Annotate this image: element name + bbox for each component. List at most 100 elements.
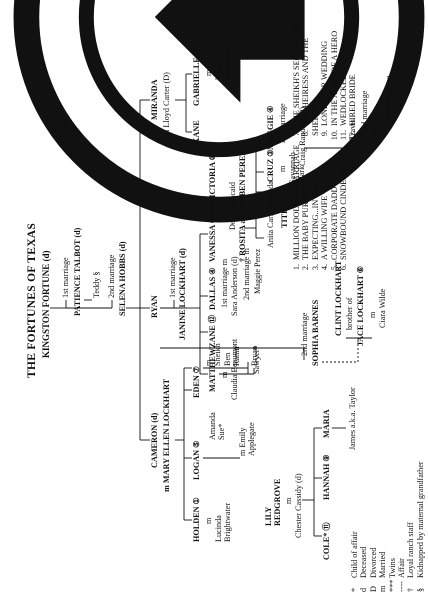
- holden-spouse: Lucinda Brightwater: [214, 502, 233, 542]
- title-text: SNOWBOUND CINDERELLA: [339, 153, 349, 260]
- diagram-title: THE FORTUNES OF TEXAS: [26, 222, 38, 378]
- legend-text: Deceased: [359, 546, 369, 578]
- legend-text: Child of affair: [350, 531, 359, 578]
- legend-symbol: d: [359, 587, 369, 592]
- legend-item: † Loyal ranch staff: [406, 461, 415, 592]
- title-item: 8.THE HEIRESS AND THE SHERIFF: [301, 21, 320, 144]
- frieda-name: Frieda: [266, 181, 275, 202]
- gabrielle-spouse: Wyatt Grayhawk: [214, 45, 233, 80]
- legend-text: Married: [378, 551, 388, 578]
- matthew-married-marker: m: [220, 371, 229, 378]
- james-name: James a.k.a. Taylor: [348, 387, 357, 450]
- legend-item: §Kidnapped by maternal grandfather: [416, 461, 425, 592]
- chester-name: Chester Cassidy (d): [294, 473, 303, 538]
- title-item: 5.CORPORATE DADDY: [330, 144, 339, 278]
- cameron-name: CAMERON (d): [150, 412, 159, 468]
- maggie-second-marriage-label: 2nd marriage m: [360, 90, 379, 134]
- title-item: 4. A WILLING WIFE: [320, 144, 329, 278]
- title-number: 7.: [292, 130, 301, 137]
- dallas-first-marriage-label: 1st marriage m: [220, 258, 229, 308]
- legend-symbol: †: [406, 587, 416, 592]
- titles-heading: TITLES:: [280, 195, 289, 228]
- kingston-child-teddy: Teddy §: [92, 271, 101, 299]
- title-text: THE BABY PURSUIT: [301, 183, 311, 260]
- gabrielle-name: GABRIELLE ⑧: [192, 47, 201, 106]
- title-item: 6. SNOWBOUND CINDERELLA: [339, 144, 348, 278]
- fortune-seal-icon: [5, 0, 425, 317]
- legend-item: DDivorced: [369, 461, 378, 592]
- legend-item: ***Twins: [388, 461, 397, 592]
- kingston-first-marriage-label: 1st marriage: [61, 257, 70, 298]
- title-item: 2. THE BABY PURSUIT: [301, 144, 310, 278]
- ryan-spouse-janine: JANINE LOCKHART (d): [178, 248, 187, 340]
- legend-item: ---- Affair: [397, 461, 406, 592]
- cruz-married-marker: m: [278, 165, 287, 172]
- title-item: 9.LONE STAR WEDDING: [320, 21, 329, 144]
- title-number: 9.: [320, 130, 330, 137]
- title-item: 1.MILLION DOLLAR MARRIAGE: [292, 144, 301, 278]
- title-number: 6.: [339, 264, 349, 271]
- legend-symbol: §: [415, 587, 425, 592]
- clint-relation: brother of: [345, 297, 354, 330]
- kingston-spouse-patience: PATIENCE TALBOT (d): [73, 227, 82, 316]
- title-item: 7. THE SHEIKH'S SECRET SON: [292, 21, 301, 144]
- eden-name: EDEN ⑦: [192, 365, 201, 398]
- title-text: THE SHEIKH'S SECRET SON: [292, 21, 301, 126]
- title-text: EXPECTING...IN TEXAS: [310, 171, 320, 260]
- lily-name: LILY REDGROVE: [264, 478, 283, 526]
- title-text: HIRED BRIDE: [348, 74, 358, 126]
- kane-name: KANE: [192, 120, 201, 144]
- kingston-second-marriage-label: 2nd marriage: [107, 254, 116, 298]
- lily-spouse: m Emily Applegate: [238, 422, 257, 456]
- title-number: 2.: [301, 264, 311, 271]
- cruz-name: CRUZ ③: [266, 149, 275, 182]
- legend-symbol: D: [368, 586, 378, 592]
- logan-spouse: Amanda Sue*: [208, 412, 227, 440]
- dallas-spouse-maggie: Maggie Perez: [253, 248, 262, 294]
- title-number: 1.: [292, 264, 301, 271]
- legend-item: * Child of affair: [350, 461, 359, 592]
- legend-symbol: m: [378, 585, 388, 592]
- legend-symbol: ***: [387, 579, 397, 592]
- maggie-name: MAGGIE ④: [266, 105, 275, 150]
- gabrielle-married-marker: m: [204, 69, 213, 76]
- legend-item: m Married: [378, 461, 387, 592]
- title-text: A WILLING WIFE: [320, 195, 330, 260]
- miranda-spouse: m Lloyd Carter (D): [162, 72, 171, 136]
- legend-text: Affair: [397, 558, 407, 578]
- maggie-spouse-dallas: Dallas Fortune: [384, 75, 393, 124]
- title-number: 4.: [320, 264, 330, 271]
- miranda-name: MIRANDA: [150, 79, 159, 120]
- vanessa-spouse: Devin Kincaid: [228, 182, 237, 230]
- holden-married-marker: m: [204, 517, 213, 524]
- legend-symbol: *: [350, 587, 359, 592]
- legend-symbol: ----: [397, 581, 407, 592]
- anita-name: Anita: [266, 229, 275, 248]
- ryan-second-marriage-label: 2nd marriage: [300, 312, 309, 356]
- bryan-name: Bryan: [250, 345, 259, 366]
- dallas-spouse-sara: Sara Anderson (d): [230, 256, 239, 316]
- hannah-name: HANNAH ⑨: [322, 454, 331, 500]
- title-number: 5.: [329, 264, 339, 271]
- vanessa-married-marker: m: [218, 209, 227, 216]
- jace-married-marker: m: [368, 311, 377, 318]
- legend-text: Loyal ranch staff: [406, 522, 416, 578]
- cameron-spouse: m MARY ELLEN LOCKHART: [162, 378, 171, 492]
- perez-header: † ROSITA and RUBEN PEREZ: [238, 150, 247, 262]
- legend-text: Twins: [387, 558, 397, 578]
- title-text: IN THE ARMS OF A HERO: [329, 30, 339, 126]
- ryan-first-marriage-label: 1st marriage: [168, 257, 177, 298]
- matthew-name: MATTHEW: [208, 348, 217, 392]
- title-text: THE HEIRESS AND THE SHERIFF: [301, 37, 320, 136]
- ryan-spouse-sophia: SOPHIA BARNES: [311, 299, 320, 366]
- title-number: 10.: [329, 130, 339, 141]
- zane-name: ZANE ⑫: [208, 315, 217, 348]
- title-number: 3.: [310, 264, 320, 271]
- title-text: WEDLOCKED?!: [339, 67, 349, 126]
- patriarch-name: KINGSTON FORTUNE (d): [41, 250, 51, 358]
- title-number: 11.: [339, 130, 349, 140]
